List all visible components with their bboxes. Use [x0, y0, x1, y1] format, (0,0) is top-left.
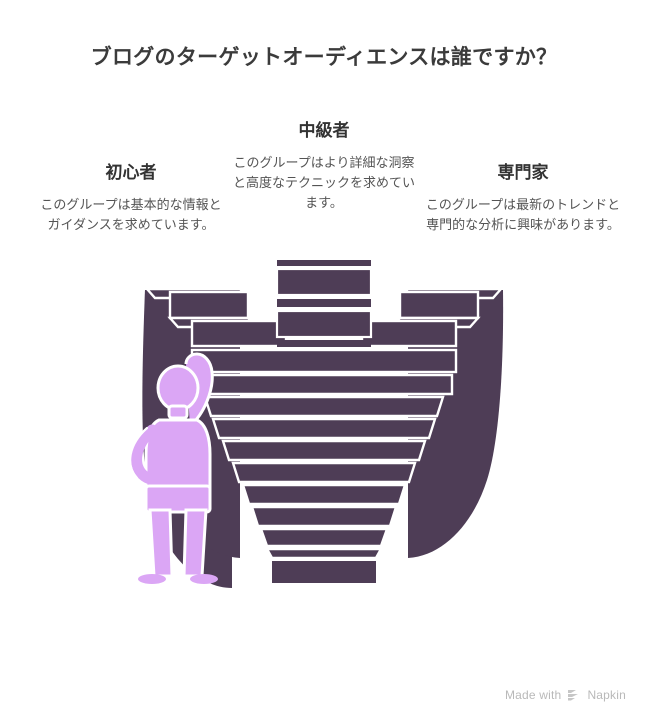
right-step-2-front: [360, 319, 458, 348]
footer-made-with-label: Made with: [504, 688, 562, 702]
person-left-foot: [138, 574, 166, 584]
column-intermediate: 中級者 このグループはより詳細な洞察と高度なテクニックを求めています。: [232, 120, 416, 214]
column-beginner: 初心者 このグループは基本的な情報とガイダンスを求めています。: [34, 162, 228, 235]
illustration-container: [0, 258, 648, 598]
center-tower-block-2: [277, 299, 371, 307]
center-tower-block-1: [275, 267, 373, 297]
left-step-2-front: [190, 319, 288, 348]
page-title: ブログのターゲットオーディエンスは誰ですか？: [90, 46, 558, 69]
base-plinth: [272, 561, 376, 583]
center-tower-block-3: [275, 309, 373, 339]
stepped-pyramid-with-person-illustration: [129, 260, 504, 588]
person-hip-arm: [131, 424, 168, 486]
column-expert-body: このグループは最新のトレンドと専門的な分析に興味があります。: [425, 197, 621, 233]
tier-4: [211, 417, 437, 440]
person-hips: [144, 484, 212, 514]
center-tower-block-4: [277, 340, 371, 347]
column-beginner-heading: 初心者: [105, 163, 157, 182]
tier-3: [203, 395, 445, 418]
person-figure: [129, 352, 218, 584]
person-left-leg: [148, 508, 174, 578]
tier-7: [241, 483, 407, 506]
tier-8: [250, 505, 398, 528]
column-beginner-body: このグループは基本的な情報とガイダンスを求めています。: [40, 197, 222, 233]
column-intermediate-heading: 中級者: [298, 121, 350, 140]
left-step-1-front: [168, 290, 250, 320]
column-expert: 専門家 このグループは最新のトレンドと専門的な分析に興味があります。: [424, 162, 622, 235]
tier-10: [264, 547, 384, 560]
tier-5: [221, 439, 427, 462]
column-intermediate-body: このグループはより詳細な洞察と高度なテクニックを求めています。: [232, 155, 415, 211]
person-right-leg: [182, 508, 208, 578]
center-tower-cap: [277, 260, 371, 266]
footer-brand-label: Napkin: [587, 688, 626, 702]
person-neck: [167, 404, 189, 420]
tier-1: [190, 348, 458, 374]
person-right-foot: [190, 574, 218, 584]
tier-2: [194, 373, 454, 396]
napkin-chevron-logo-icon: [568, 690, 579, 701]
tier-9: [259, 527, 389, 548]
tier-6: [231, 461, 417, 484]
right-step-1-front: [398, 290, 480, 320]
person-hip-arm-outline: [129, 426, 149, 480]
footer-attribution: Made with Napkin: [505, 688, 626, 702]
person-head: [156, 364, 200, 412]
column-expert-heading: 専門家: [497, 163, 549, 182]
